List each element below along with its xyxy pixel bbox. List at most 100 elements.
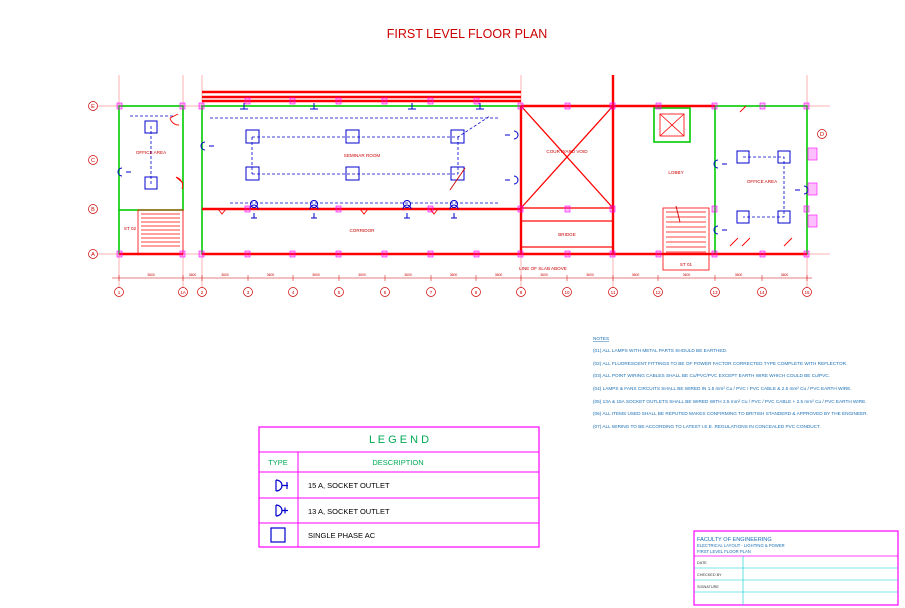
socket-13a-icon bbox=[240, 103, 248, 110]
socket-15a-icon bbox=[275, 479, 288, 492]
socket-outlets bbox=[117, 103, 809, 235]
grid-column-bubble bbox=[562, 287, 572, 297]
grid-row-label: E bbox=[91, 104, 95, 110]
ac-unit bbox=[450, 129, 465, 144]
socket-13a-icon bbox=[476, 103, 484, 110]
grid-column-label: 3 bbox=[247, 290, 250, 295]
room-label-stair-left: ST 02 bbox=[124, 226, 137, 231]
socket-13a-icon bbox=[275, 504, 288, 517]
ac-unit bbox=[777, 150, 791, 164]
light-fitting-icon bbox=[250, 200, 258, 208]
grid-row-bubbles: E D C B A bbox=[88, 101, 827, 259]
socket-13a-icon bbox=[117, 167, 131, 177]
ac-unit bbox=[736, 210, 750, 224]
grid-column-label: 5 bbox=[338, 290, 341, 295]
grid-column-bubble bbox=[380, 287, 390, 297]
title-block: FACULTY OF ENGINEERING ELECTRICAL LAYOUT… bbox=[693, 530, 899, 606]
socket-13a-icon bbox=[795, 185, 809, 195]
dimension-label: 3600 bbox=[495, 273, 503, 277]
grid-column-bubble bbox=[802, 287, 812, 297]
grid-column-label: 13 bbox=[712, 290, 718, 295]
notes-block: NOTES (01) ALL LAMPS WITH METAL PARTS SH… bbox=[593, 336, 868, 429]
grid-row-label: B bbox=[91, 207, 95, 213]
socket-13a-icon bbox=[200, 141, 214, 151]
grid-column-bubble bbox=[608, 287, 618, 297]
grid-column-label: 10 bbox=[564, 290, 570, 295]
grid-lines bbox=[95, 75, 830, 288]
grid-column-bubble bbox=[334, 287, 344, 297]
dimension-label: 3600 bbox=[312, 273, 320, 277]
grid-column-bubble bbox=[710, 287, 720, 297]
note-item: (02) ALL FLUORESCENT FITTINGS TO BE OF P… bbox=[593, 361, 847, 366]
ac-unit bbox=[144, 120, 158, 134]
grid-column-label: 15 bbox=[804, 290, 810, 295]
dimension-label: 3600 bbox=[404, 273, 412, 277]
grid-column-label: 9 bbox=[520, 290, 523, 295]
light-fitting-icon bbox=[403, 200, 411, 208]
socket-13a-icon bbox=[713, 225, 727, 235]
grid-column-label: 14 bbox=[759, 290, 765, 295]
title-block-line1: ELECTRICAL LAYOUT - LIGHTING & POWER bbox=[697, 543, 785, 548]
socket-15a-icon bbox=[309, 204, 319, 219]
note-item: (07) ALL WIRING TO BE ACCORDING TO LATES… bbox=[593, 424, 821, 429]
grid-column-bubble bbox=[426, 287, 436, 297]
room-label-seminar: SEMINAR ROOM bbox=[344, 153, 381, 158]
bridge bbox=[520, 220, 614, 248]
title-block-checked: CHECKED BY bbox=[697, 573, 722, 577]
socket-15a-icon bbox=[449, 204, 459, 219]
single-phase-ac-icon bbox=[270, 527, 286, 543]
slab-note: LINE OF SLAB ABOVE bbox=[519, 266, 567, 271]
room-label-courtyard: COURTYARD VOID bbox=[546, 149, 588, 154]
title-block-org: FACULTY OF ENGINEERING bbox=[697, 537, 772, 543]
grid-column-label: 1 bbox=[118, 290, 121, 295]
dimension-label: 3600 bbox=[586, 273, 594, 277]
floor-plan: OFFICE AREA ST 02 SEMINAR ROOM CORRIDOR … bbox=[88, 75, 830, 297]
lift bbox=[659, 113, 685, 137]
ac-unit bbox=[450, 166, 465, 181]
ac-unit bbox=[245, 129, 260, 144]
socket-13a-icon bbox=[713, 159, 727, 169]
door-swings bbox=[169, 105, 793, 247]
grid-column-label: 6 bbox=[384, 290, 387, 295]
note-item: (03) ALL POINT WIRING CABLES SHALL BE Cu… bbox=[593, 373, 830, 378]
dimension-label: 3600 bbox=[632, 273, 640, 277]
legend-title: L E G E N D bbox=[369, 434, 429, 446]
grid-column-bubble bbox=[471, 287, 481, 297]
legend-col-description: DESCRIPTION bbox=[372, 458, 423, 467]
grid-column-label: 11 bbox=[611, 290, 616, 295]
note-item: (04) LAMPS & FANS CIRCUITS SHALL BE WIRE… bbox=[593, 386, 852, 391]
title-block-signature: SIGNATURE bbox=[697, 585, 719, 589]
notes-heading: NOTES bbox=[593, 336, 609, 341]
grid-column-label: 2 bbox=[201, 290, 204, 295]
socket-13a-icon bbox=[408, 103, 416, 110]
grid-column-bubble bbox=[114, 287, 124, 297]
stair-right bbox=[662, 207, 710, 271]
room-label-bridge: BRIDGE bbox=[558, 232, 576, 237]
socket-13a-icon bbox=[505, 130, 519, 140]
socket-15a-icon bbox=[249, 204, 259, 219]
room-label-office-right: OFFICE AREA bbox=[747, 179, 778, 184]
ac-unit bbox=[345, 129, 360, 144]
wiring-runs bbox=[130, 115, 785, 218]
legend-description: SINGLE PHASE AC bbox=[308, 531, 376, 540]
light-fitting-icon bbox=[310, 200, 318, 208]
title-block-line2: FIRST LEVEL FLOOR PLAN bbox=[697, 549, 751, 554]
dimension-label: 3600 bbox=[189, 273, 197, 277]
room-label-office-left: OFFICE AREA bbox=[136, 150, 167, 155]
ac-unit bbox=[144, 176, 158, 190]
legend-table: L E G E N D TYPE DESCRIPTION 15 A, SOCKE… bbox=[258, 426, 540, 548]
stair-left bbox=[137, 209, 184, 255]
legend-col-type: TYPE bbox=[268, 458, 288, 467]
note-item: (01) ALL LAMPS WITH METAL PARTS SHOULD B… bbox=[593, 348, 727, 353]
grid-column-label: 12 bbox=[655, 290, 661, 295]
note-item: (06) ALL ITEMS USED SHALL BE REPUTED MAK… bbox=[593, 411, 868, 416]
drawing-title: FIRST LEVEL FLOOR PLAN bbox=[387, 27, 547, 41]
dimension-label: 3600 bbox=[267, 273, 275, 277]
light-fitting-icon bbox=[450, 200, 458, 208]
room-label-lobby: LOBBY bbox=[668, 170, 683, 175]
socket-13a-icon bbox=[310, 103, 318, 110]
grid-row-label: D bbox=[820, 132, 824, 138]
grid-column-bubble bbox=[516, 287, 526, 297]
